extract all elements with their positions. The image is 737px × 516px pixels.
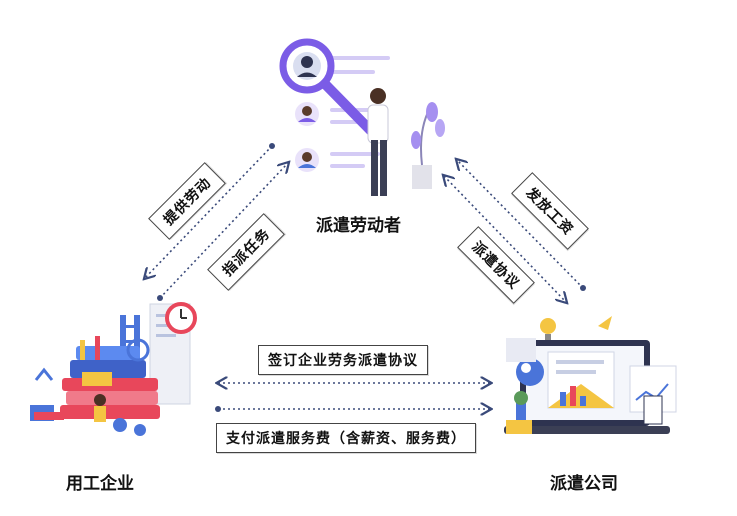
node-agency-label: 派遣公司 xyxy=(550,474,618,494)
label-sign-agreement: 签订企业劳务派遣协议 xyxy=(258,345,428,375)
node-employer-label: 用工企业 xyxy=(66,474,134,494)
node-worker-label: 派遣劳动者 xyxy=(316,216,401,236)
arrow-pay-fee xyxy=(215,406,490,412)
label-pay-fee: 支付派遣服务费（含薪资、服务费） xyxy=(216,423,476,453)
books-lightbulb-icon xyxy=(30,302,197,436)
laptop-document-icon xyxy=(504,316,677,434)
arrow-pay-salary xyxy=(457,160,586,291)
arrow-assign-task xyxy=(157,163,288,301)
magnifier-person-icon xyxy=(279,38,445,196)
arrow-dispatch-agreement xyxy=(444,176,566,302)
arrow-provide-labor xyxy=(145,143,275,278)
